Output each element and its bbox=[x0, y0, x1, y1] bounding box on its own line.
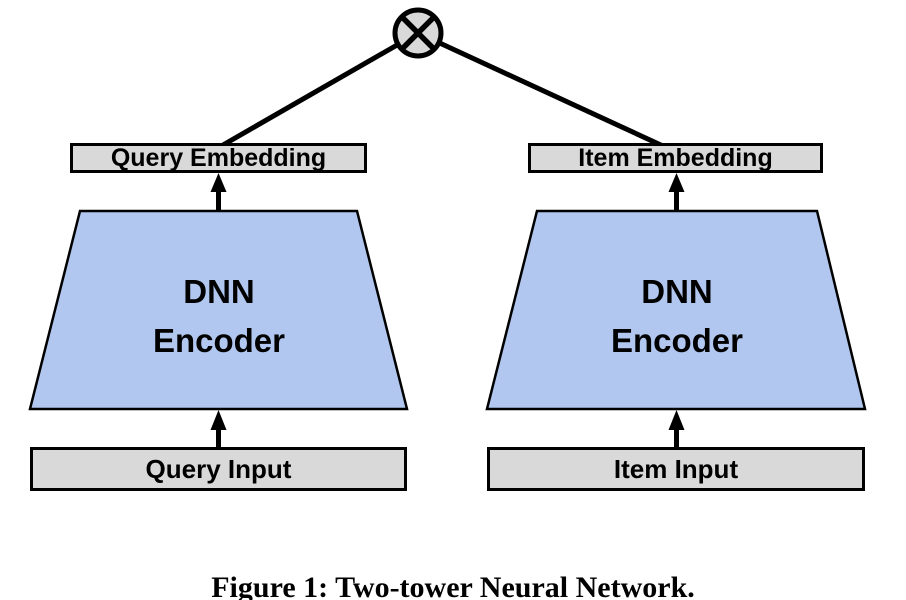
right-encoder-label-line1: DNN bbox=[641, 273, 713, 310]
query-embedding-box: Query Embedding bbox=[70, 143, 367, 173]
item-embedding-box: Item Embedding bbox=[528, 143, 823, 173]
right-encoder-label-line2: Encoder bbox=[610, 322, 744, 359]
right-lower-arrow bbox=[668, 410, 685, 447]
circle-cross-icon bbox=[392, 7, 444, 59]
right-upper-arrow bbox=[668, 173, 685, 211]
right-encoder-label: DNN Encoder bbox=[527, 267, 827, 365]
query-input-box: Query Input bbox=[30, 447, 407, 491]
left-upper-arrow bbox=[210, 173, 227, 211]
cross-stroke-2 bbox=[399, 14, 437, 52]
right-connector-line bbox=[416, 30, 665, 149]
left-lower-arrow bbox=[210, 410, 227, 447]
left-encoder-trapezoid bbox=[28, 209, 409, 411]
left-encoder-label-line2: Encoder bbox=[152, 322, 286, 359]
figure-caption: Figure 1: Two-tower Neural Network. bbox=[211, 571, 695, 600]
left-encoder-label-line1: DNN bbox=[183, 273, 255, 310]
item-input-box: Item Input bbox=[487, 447, 865, 491]
left-connector-line bbox=[221, 30, 420, 148]
left-encoder-label: DNN Encoder bbox=[69, 267, 369, 365]
connector-lines bbox=[221, 30, 665, 149]
right-encoder-trapezoid bbox=[485, 209, 867, 411]
